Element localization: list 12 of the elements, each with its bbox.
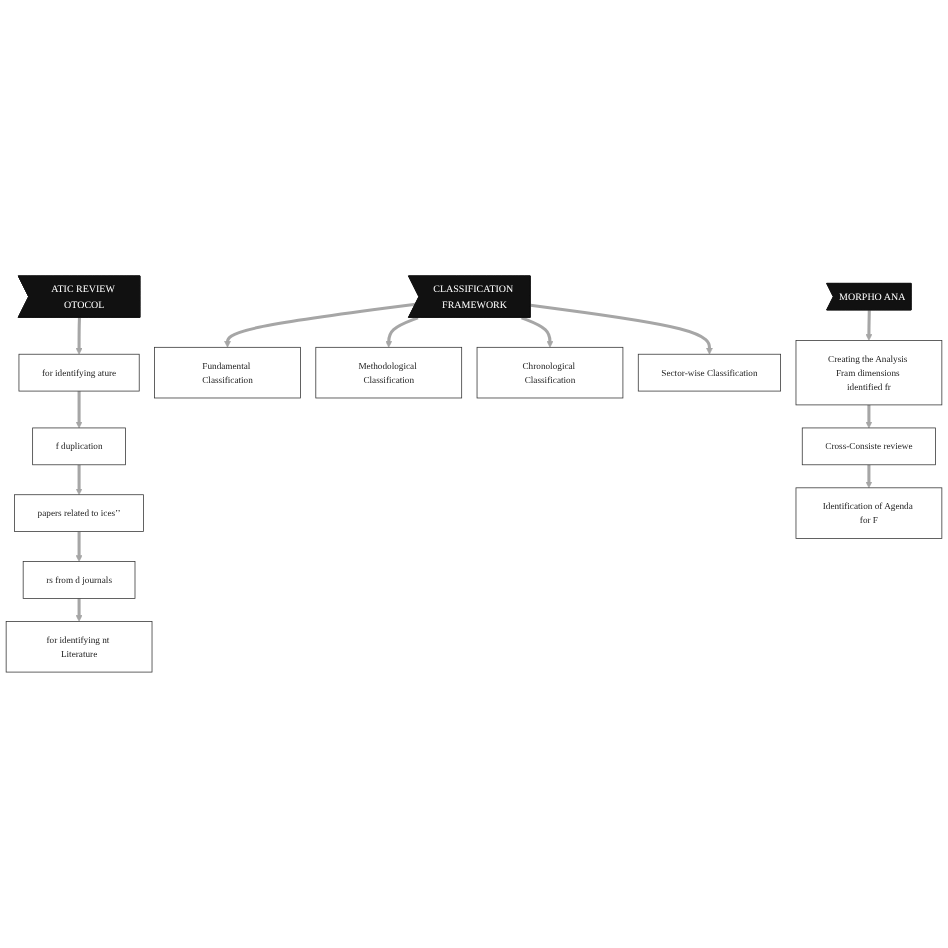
arrow [865, 310, 873, 341]
arrow [75, 464, 83, 496]
arrow [75, 391, 83, 429]
arrow [75, 317, 83, 355]
arrow [865, 464, 873, 489]
arrow [530, 303, 713, 355]
arrow [521, 316, 554, 348]
arrow [75, 598, 83, 622]
arrow [75, 531, 83, 562]
arrow [224, 302, 416, 348]
arrow [385, 316, 419, 348]
arrow [865, 404, 873, 429]
